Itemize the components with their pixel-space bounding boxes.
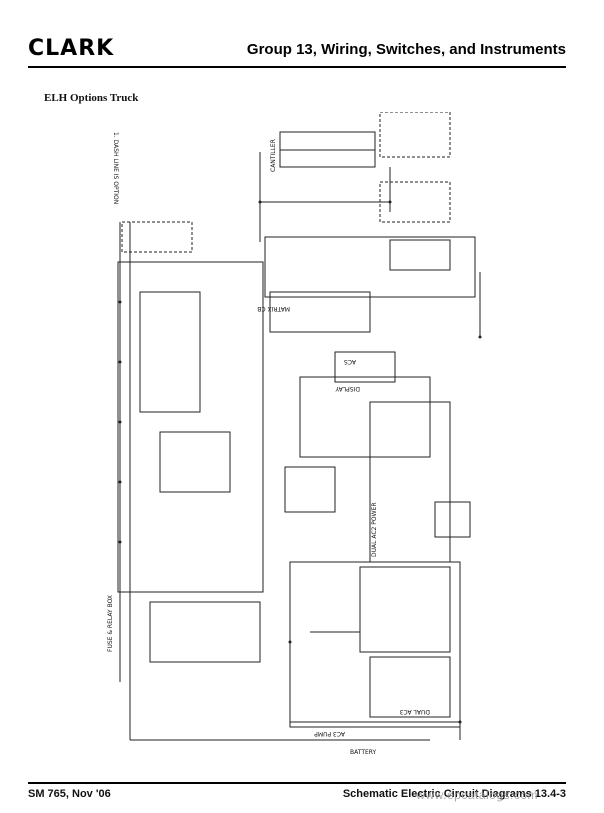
label-battery: BATTERY bbox=[350, 749, 377, 756]
footer-manual-id: SM 765, Nov '06 bbox=[28, 788, 111, 800]
watermark: www.epcatalogs.com bbox=[416, 788, 538, 802]
label-dual-acs: DUAL AC3 bbox=[399, 708, 430, 715]
label-dual-power: DUAL AC2 POWER bbox=[371, 502, 378, 557]
label-option-note: 1. DASH LINE IS OPTION bbox=[112, 132, 119, 204]
footer-rule bbox=[28, 782, 566, 784]
clark-logo: CLARK bbox=[28, 36, 115, 61]
label-acs-pump: AC3 PUMP bbox=[314, 730, 345, 737]
section-title: ELH Options Truck bbox=[44, 92, 139, 104]
footer-page-reference: Schematic Electric Circuit Diagrams 13.4… bbox=[342, 788, 566, 800]
label-acs: ACS bbox=[344, 358, 356, 365]
header-rule bbox=[28, 66, 566, 68]
page-header-title: Group 13, Wiring, Switches, and Instrume… bbox=[246, 41, 566, 58]
label-fuse-relay-box: FUSE & RELAY BOX bbox=[107, 595, 114, 652]
label-cantiller: CANTILLER bbox=[270, 139, 277, 172]
label-matrix-cb: MATRIX CB bbox=[257, 305, 290, 312]
label-display: DISPLAY bbox=[335, 385, 360, 392]
wiring-schematic: 1. DASH LINE IS OPTION CANTILLER MATRIX … bbox=[100, 111, 520, 762]
